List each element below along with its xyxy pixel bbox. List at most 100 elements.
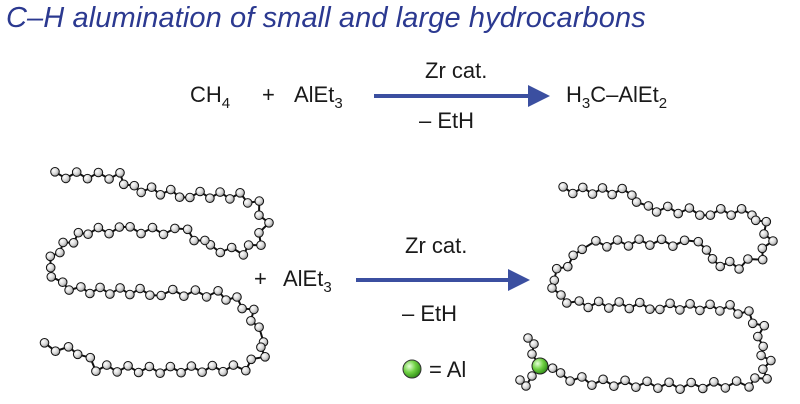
carbon-atom [756,350,766,361]
carbon-atom [574,296,585,306]
carbon-atom [165,361,176,372]
large-hydrocarbon-reaction: + AlEt3 Zr cat. – EtH = Al [39,167,778,395]
methylaluminum-product-formula: H3C–AlEt2 [566,82,667,112]
carbon-atom [57,277,68,288]
carbon-atom [716,204,726,214]
byproduct-label: – EtH [402,301,457,326]
carbon-atom [577,244,588,255]
reaction-arrow-head [508,269,530,291]
carbon-atom [156,290,166,301]
carbon-atom [655,304,665,315]
carbon-atom [758,364,768,375]
ethyl-carbon-atom [523,333,533,343]
carbon-atom [174,192,185,202]
triethylaluminum-formula: AlEt3 [283,266,332,296]
carbon-atom [614,297,625,307]
carbon-atom [254,210,264,220]
carbon-atom [705,210,716,220]
carbon-atom [607,189,618,200]
carbon-atom [246,354,256,365]
carbon-atom [118,179,129,190]
carbon-atom [125,222,135,232]
carbon-atom [695,305,705,316]
ethyl-carbon-atom [527,371,537,381]
carbon-atom [155,368,165,379]
carbon-atom [551,263,562,274]
carbon-atom [249,304,259,315]
carbon-atom [651,207,662,217]
carbon-atom [213,286,223,296]
carbon-atom [133,367,144,378]
carbon-atom [168,284,178,295]
carbon-atom [243,240,254,250]
carbon-atom [179,291,189,302]
carbon-atom [254,322,264,333]
carbon-atom [241,365,251,376]
carbon-atom [254,196,265,206]
carbon-atom [604,303,614,313]
carbon-atom [72,349,83,360]
carbon-atom [631,382,641,393]
ethyl-carbon-atom [527,349,537,359]
carbon-atom [645,240,655,250]
product-chain-bonds [540,185,775,391]
carbon-atom [631,197,642,207]
carbon-atom [675,384,685,395]
carbon-atom [55,247,65,258]
carbon-atom [565,376,575,386]
carbon-atom [609,381,619,392]
carbon-atom [186,361,197,371]
carbon-atom [232,292,242,302]
carbon-atom [686,377,697,388]
carbon-atom [583,302,594,313]
carbon-atom [693,236,704,247]
carbon-atom [759,320,770,331]
carbon-atom [656,234,667,245]
carbon-atom [235,188,245,198]
carbon-atom [642,376,652,387]
carbon-atom [743,254,753,264]
carbon-atom [71,167,82,177]
carbon-atom [734,264,744,274]
carbon-atom [568,188,578,199]
carbon-atom [45,251,56,262]
carbon-atom [707,253,718,264]
carbon-atom [129,180,140,191]
carbon-atom [182,224,193,235]
carbon-atom [733,309,743,319]
carbon-atom [750,215,761,226]
carbon-atom [558,182,568,192]
carbon-atom [136,187,146,198]
carbon-atom [578,182,588,193]
carbon-atom [215,187,225,197]
carbon-atom [246,316,256,326]
carbon-atom [136,228,146,239]
carbon-atom [556,290,566,300]
byproduct-label: – EtH [419,108,474,133]
carbon-atom [195,186,205,197]
methane-formula: CH4 [190,82,230,112]
carbon-atom [50,167,60,177]
carbon-atom [207,360,218,371]
carbon-atom [85,352,96,363]
carbon-atom [123,361,133,371]
carbon-atom [547,283,557,293]
carbon-atom [115,283,125,293]
carbon-atom [237,303,247,314]
carbon-atom [768,236,778,246]
carbon-atom [668,241,678,251]
reactant-chain-bonds [43,170,271,375]
carbon-atom [645,304,655,315]
carbon-atom [758,341,769,352]
carbon-atom [85,288,95,299]
carbon-atom [555,368,566,378]
carbon-atom [627,190,637,200]
triethylaluminum-formula: AlEt3 [294,82,343,112]
carbon-atom [685,299,695,309]
carbon-atom [612,235,623,245]
carbon-atom [757,243,768,254]
ethyl-carbon-atom [521,381,531,391]
carbon-atom [709,377,719,387]
carbon-atom [115,168,125,178]
